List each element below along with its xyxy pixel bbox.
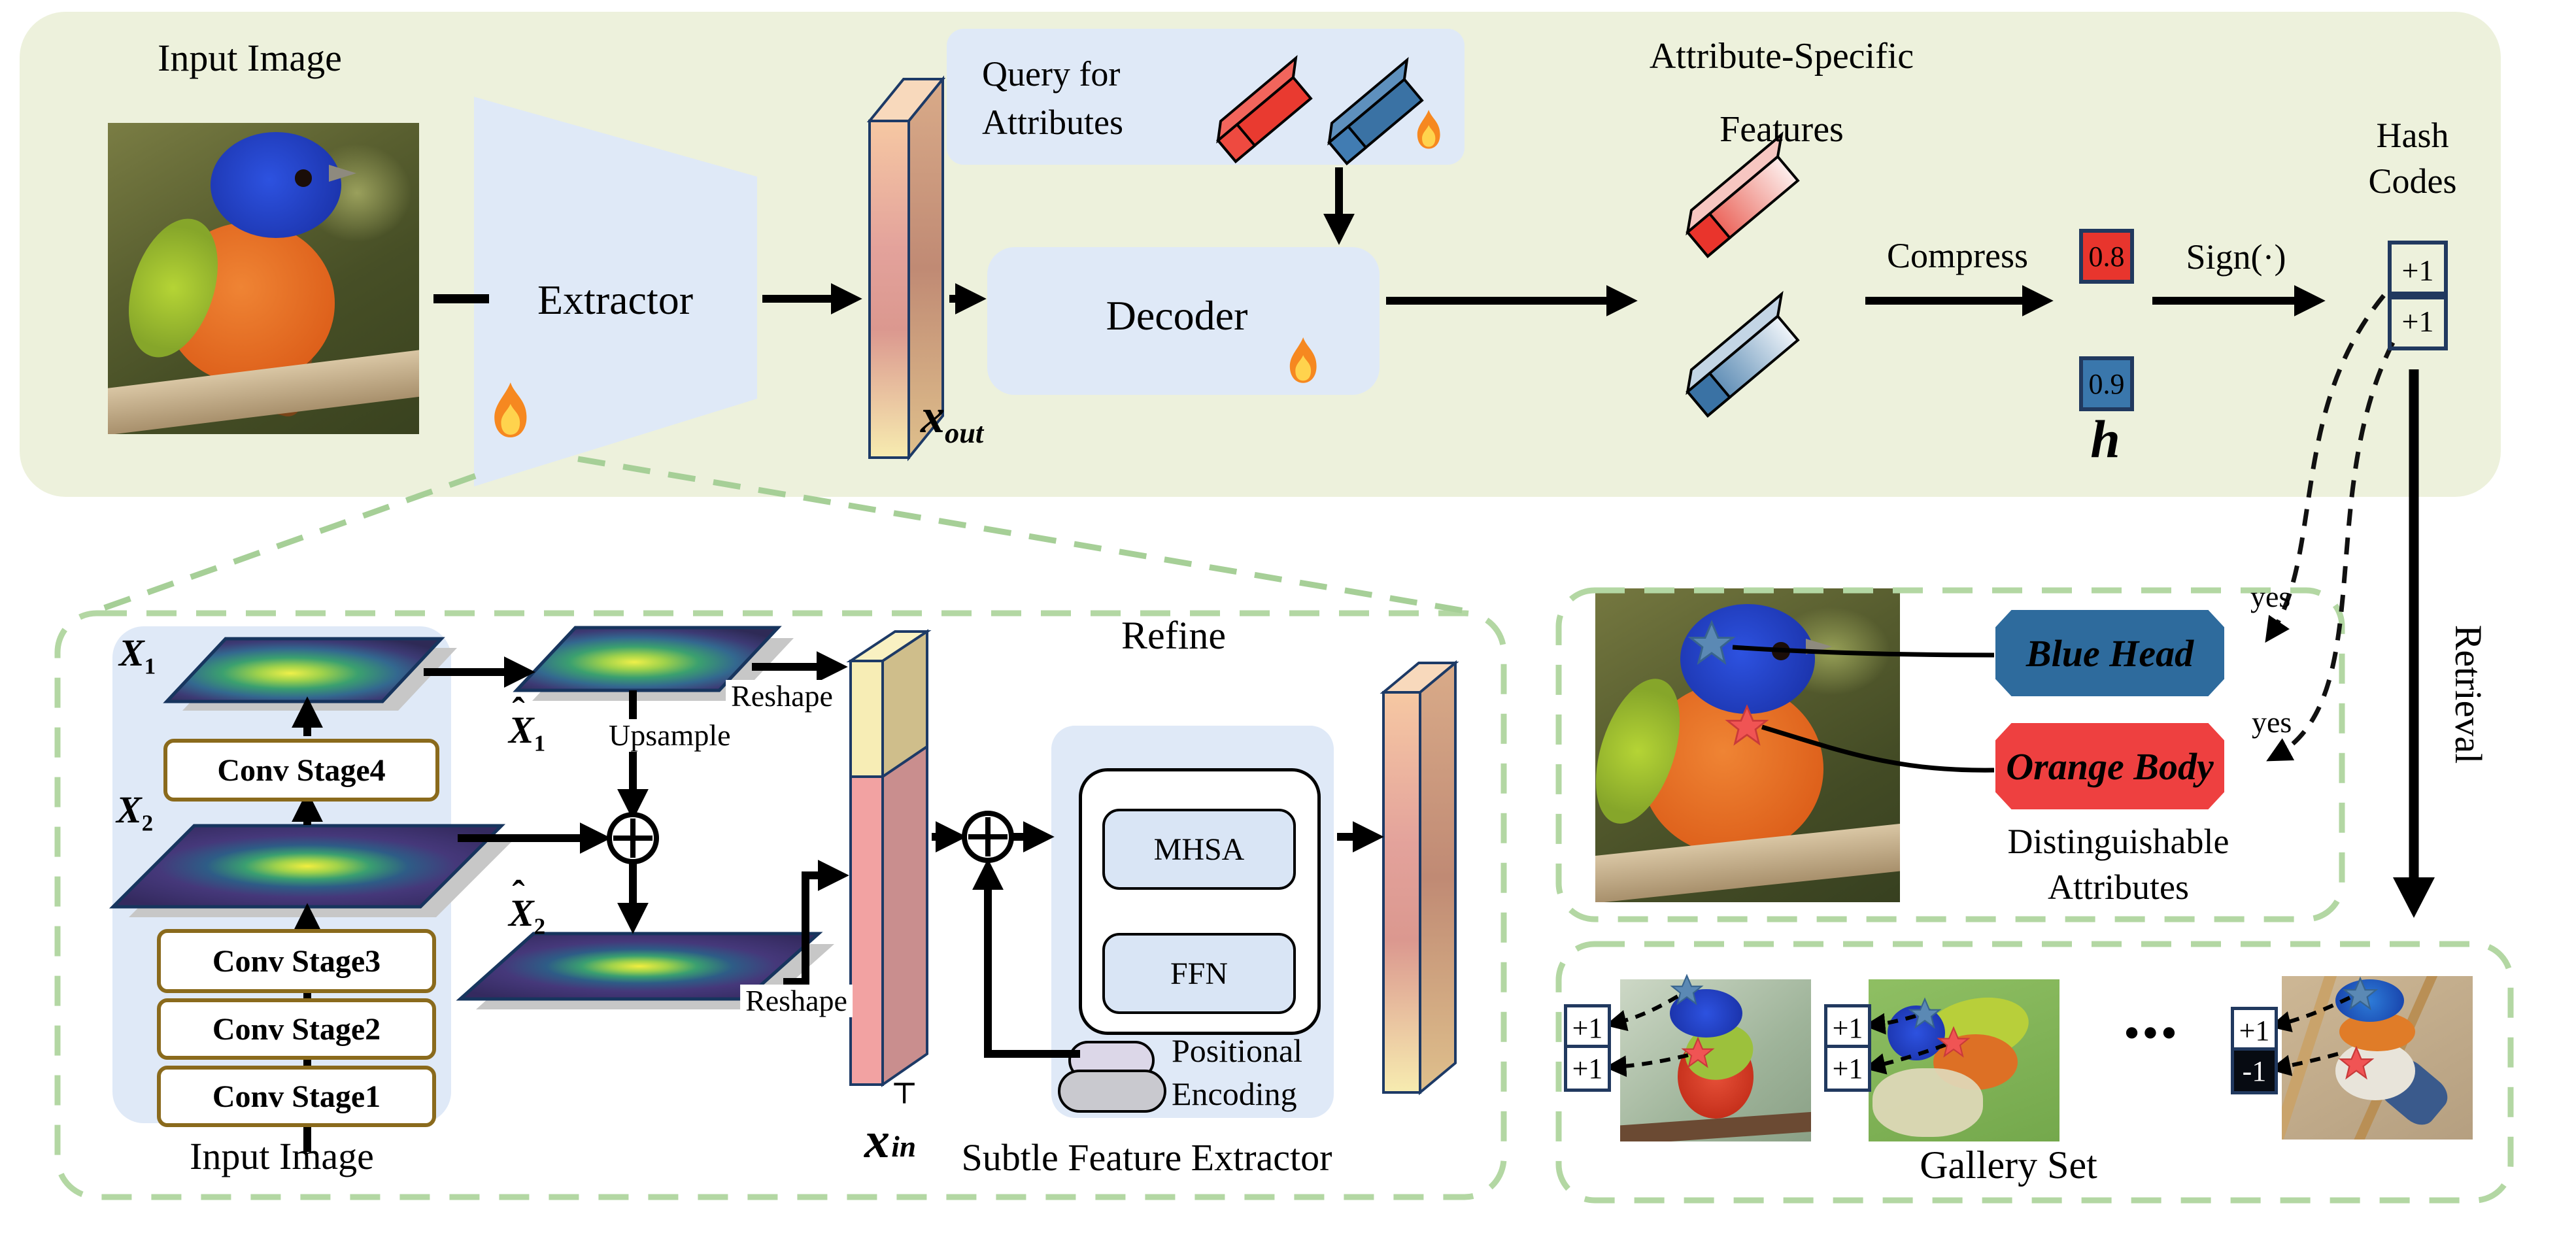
fire-icon bbox=[494, 382, 527, 438]
reshape-bottom-label: Reshape bbox=[740, 985, 853, 1017]
query-token-blue bbox=[1327, 57, 1424, 165]
gallery-photo-3 bbox=[2282, 976, 2473, 1140]
attributes-bird-photo bbox=[1595, 588, 1900, 902]
x-in-bar bbox=[846, 629, 932, 1087]
conv-stage3-box: Conv Stage3 bbox=[157, 929, 436, 993]
decoder-label: Decoder bbox=[1106, 292, 1248, 339]
x-out-label: xout bbox=[921, 390, 984, 449]
conv-stage2-box: Conv Stage2 bbox=[157, 998, 436, 1060]
extractor-label: Extractor bbox=[537, 277, 694, 323]
x2-label: X2 bbox=[116, 788, 154, 836]
refine-title: Refine bbox=[1121, 614, 1226, 657]
positional-encoding-line2: Encoding bbox=[1172, 1075, 1297, 1112]
reshape-top-label: Reshape bbox=[726, 680, 838, 713]
add-operator-2 bbox=[962, 811, 1014, 863]
gallery-photo-2 bbox=[1869, 979, 2059, 1141]
distinguishable-attributes-panel bbox=[1555, 587, 2345, 922]
red-star-icon bbox=[2339, 1047, 2373, 1079]
ellipsis: ••• bbox=[2124, 1009, 2180, 1056]
h-value-bottom: 0.9 bbox=[2079, 356, 2134, 411]
distinguishable-caption-line1: Distinguishable bbox=[2007, 822, 2229, 861]
query-label-line1: Query for bbox=[982, 54, 1121, 93]
positional-encoding-pill-bottom bbox=[1058, 1070, 1166, 1113]
feature-map-x2-hat bbox=[456, 932, 834, 1009]
subtle-feature-extractor-panel bbox=[54, 610, 1507, 1200]
red-star-icon bbox=[1726, 705, 1768, 745]
hash-bit-2: +1 bbox=[2388, 292, 2448, 350]
attribute-pointer-lines bbox=[1732, 645, 1995, 773]
red-star-icon bbox=[1682, 1038, 1714, 1068]
bird-head bbox=[211, 132, 341, 239]
hash-codes-line2: Codes bbox=[2368, 161, 2457, 201]
bird-beak bbox=[328, 165, 356, 182]
h-label: h bbox=[2090, 409, 2120, 469]
attribute-feature-blue bbox=[1686, 290, 1800, 418]
gallery2-code-bottom: +1 bbox=[1824, 1045, 1871, 1092]
upsample-label: Upsample bbox=[605, 719, 735, 752]
yes-label-bottom: yes bbox=[2252, 705, 2292, 739]
feature-map-x2 bbox=[109, 824, 517, 917]
gallery1-code-bottom: +1 bbox=[1564, 1045, 1611, 1092]
blue-star-icon bbox=[2343, 977, 2377, 1009]
query-token-red bbox=[1216, 55, 1313, 163]
blue-star-icon bbox=[1909, 998, 1940, 1028]
hash-codes-line1: Hash bbox=[2376, 116, 2449, 155]
orange-body-tag: Orange Body bbox=[1995, 723, 2224, 809]
x1-label: X1 bbox=[119, 632, 156, 679]
x-in-label: x⊤in bbox=[864, 1079, 917, 1168]
sign-label: Sign(·) bbox=[2186, 237, 2286, 277]
feature-map-x1 bbox=[163, 637, 457, 711]
gallery-set-title: Gallery Set bbox=[1920, 1143, 2097, 1187]
fire-icon bbox=[1289, 337, 1317, 383]
yes-label-top: yes bbox=[2250, 580, 2291, 613]
positional-encoding-line1: Positional bbox=[1172, 1032, 1303, 1069]
input-image-label: Input Image bbox=[158, 37, 342, 79]
features-title-line2: Features bbox=[1720, 109, 1844, 150]
input-image-caption: Input Image bbox=[190, 1135, 374, 1177]
query-label-line2: Attributes bbox=[982, 103, 1123, 142]
red-star-icon bbox=[1938, 1027, 1969, 1057]
hash-match-curves bbox=[2265, 294, 2396, 762]
conv-stage1-box: Conv Stage1 bbox=[157, 1066, 436, 1127]
gallery3-code-bottom: -1 bbox=[2231, 1047, 2278, 1094]
blue-star-icon bbox=[1671, 975, 1703, 1005]
distinguishable-caption-line2: Attributes bbox=[2048, 868, 2189, 907]
ffn-box: FFN bbox=[1102, 933, 1296, 1014]
blue-star-icon bbox=[1689, 621, 1734, 664]
add-operator-1 bbox=[607, 812, 659, 864]
attribute-feature-red bbox=[1686, 131, 1800, 258]
gallery-code-arrows bbox=[1604, 994, 2351, 1077]
retrieval-arrow bbox=[2393, 369, 2435, 918]
bird-eye bbox=[294, 169, 312, 187]
input-bird-photo bbox=[108, 123, 419, 434]
gallery-set-panel bbox=[1555, 941, 2514, 1204]
compress-label: Compress bbox=[1887, 236, 2028, 275]
hash-bit-1: +1 bbox=[2388, 241, 2448, 299]
flow-arrows bbox=[292, 167, 2326, 1152]
features-title-line1: Attribute-Specific bbox=[1649, 36, 1914, 76]
dashed-panel-borders bbox=[54, 587, 2514, 1204]
refined-output-bar bbox=[1380, 660, 1459, 1096]
x-out-bar bbox=[866, 75, 946, 462]
gallery3-code-top: +1 bbox=[2231, 1007, 2278, 1054]
fire-icon bbox=[1417, 110, 1440, 149]
h-value-top: 0.8 bbox=[2079, 229, 2134, 284]
subtle-feature-extractor-caption: Subtle Feature Extractor bbox=[961, 1136, 1332, 1179]
zoom-wedge-lines bbox=[92, 456, 1464, 615]
retrieval-label: Retrieval bbox=[2447, 624, 2490, 764]
mhsa-box: MHSA bbox=[1102, 809, 1296, 890]
seed-cluster bbox=[1872, 1068, 1984, 1137]
conv-stage4-box: Conv Stage4 bbox=[163, 739, 439, 802]
blue-head-tag: Blue Head bbox=[1995, 610, 2224, 696]
